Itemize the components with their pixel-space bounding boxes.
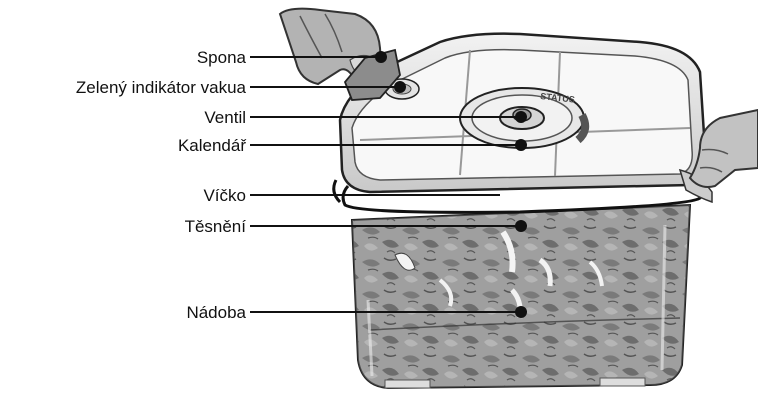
label-spona: Spona [197,48,247,67]
label-tesneni: Těsnění [185,217,247,236]
label-indicator: Zelený indikátor vakua [76,78,247,97]
label-ventil: Ventil [204,108,246,127]
container-illustration: STATUS [280,9,758,388]
label-vicko: Víčko [203,186,246,205]
label-nadoba: Nádoba [186,303,246,322]
container-body [352,205,690,388]
label-kalendar: Kalendář [178,136,246,155]
